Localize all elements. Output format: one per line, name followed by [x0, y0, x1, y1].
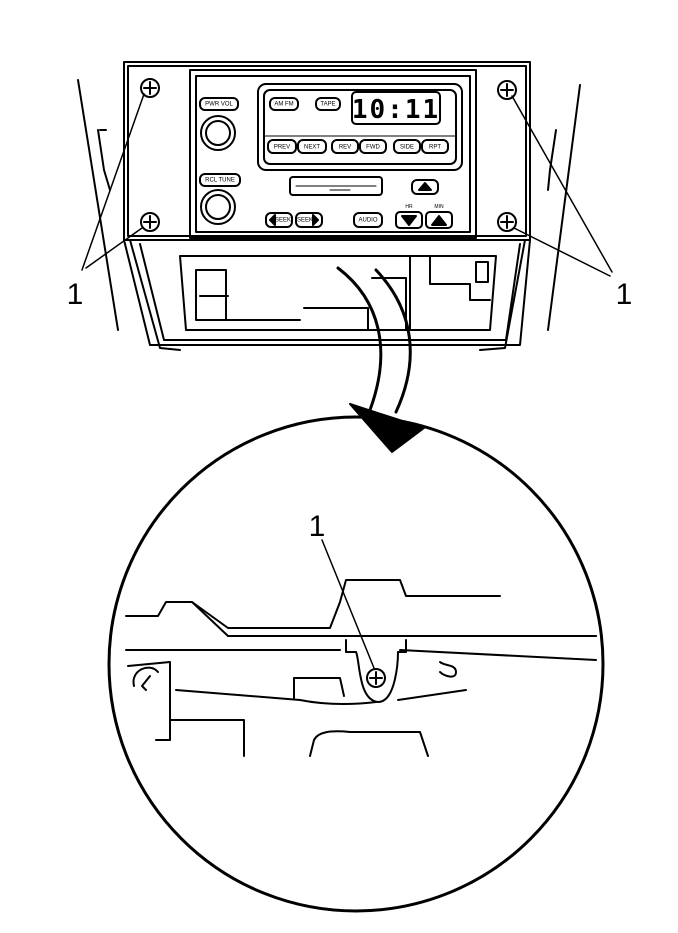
- am-fm-label: AM FM: [274, 102, 293, 108]
- side-label: SIDE: [400, 145, 414, 151]
- radio-faceplate: [189, 69, 477, 239]
- callout-detail: 1: [309, 510, 326, 543]
- hour-button[interactable]: [395, 211, 423, 229]
- fwd-button[interactable]: [359, 139, 387, 154]
- callout-left: 1: [67, 278, 84, 311]
- seek-left-button[interactable]: [265, 212, 293, 228]
- screw-bottom-right: [497, 212, 517, 232]
- dash-side-right: [547, 84, 581, 331]
- fwd-label: FWD: [366, 145, 380, 151]
- screw-top-right: [497, 80, 517, 100]
- am-fm-button[interactable]: [269, 97, 299, 111]
- rpt-button[interactable]: [421, 139, 449, 154]
- audio-button[interactable]: [353, 212, 383, 228]
- seek-left-label: SEEK: [275, 218, 291, 224]
- tune-knob[interactable]: [200, 189, 236, 225]
- pwr-vol-button[interactable]: [199, 97, 239, 111]
- radio-cavity: [179, 255, 497, 331]
- side-button[interactable]: [393, 139, 421, 154]
- rpt-label: RPT: [429, 145, 441, 151]
- dash-side-left: [77, 79, 119, 331]
- detail-screw: [366, 668, 386, 688]
- prev-button[interactable]: [267, 139, 297, 154]
- pwr-vol-label: PWR VOL: [205, 102, 233, 108]
- screw-bottom-left: [140, 212, 160, 232]
- detail-bracket: [125, 579, 597, 757]
- clock-display: 10:11: [352, 95, 440, 125]
- callout-right: 1: [616, 278, 633, 311]
- hour-label: HR: [405, 204, 413, 210]
- eject-button[interactable]: [411, 179, 439, 195]
- volume-knob[interactable]: [200, 115, 236, 151]
- display-window: [257, 83, 463, 171]
- radio-housing: [123, 61, 531, 351]
- next-label: NEXT: [304, 145, 320, 151]
- leader-lines: [81, 93, 613, 277]
- minute-button[interactable]: [425, 211, 453, 229]
- rev-button[interactable]: [331, 139, 359, 154]
- prev-label: PREV: [274, 145, 290, 151]
- screw-top-left: [140, 78, 160, 98]
- audio-label: AUDIO: [358, 218, 377, 224]
- rev-label: REV: [339, 145, 351, 151]
- rcl-tune-label: RCL TUNE: [205, 178, 235, 184]
- next-button[interactable]: [297, 139, 327, 154]
- detail-leader-line: [321, 539, 375, 669]
- tape-label: TAPE: [320, 102, 335, 108]
- minute-label: MIN: [434, 204, 444, 210]
- tape-button[interactable]: [315, 97, 341, 111]
- rcl-tune-button[interactable]: [199, 173, 241, 187]
- detail-view-circle: [107, 415, 605, 913]
- tape-slot: [289, 176, 383, 196]
- seek-right-label: SEEK: [297, 218, 313, 224]
- seek-right-button[interactable]: [295, 212, 323, 228]
